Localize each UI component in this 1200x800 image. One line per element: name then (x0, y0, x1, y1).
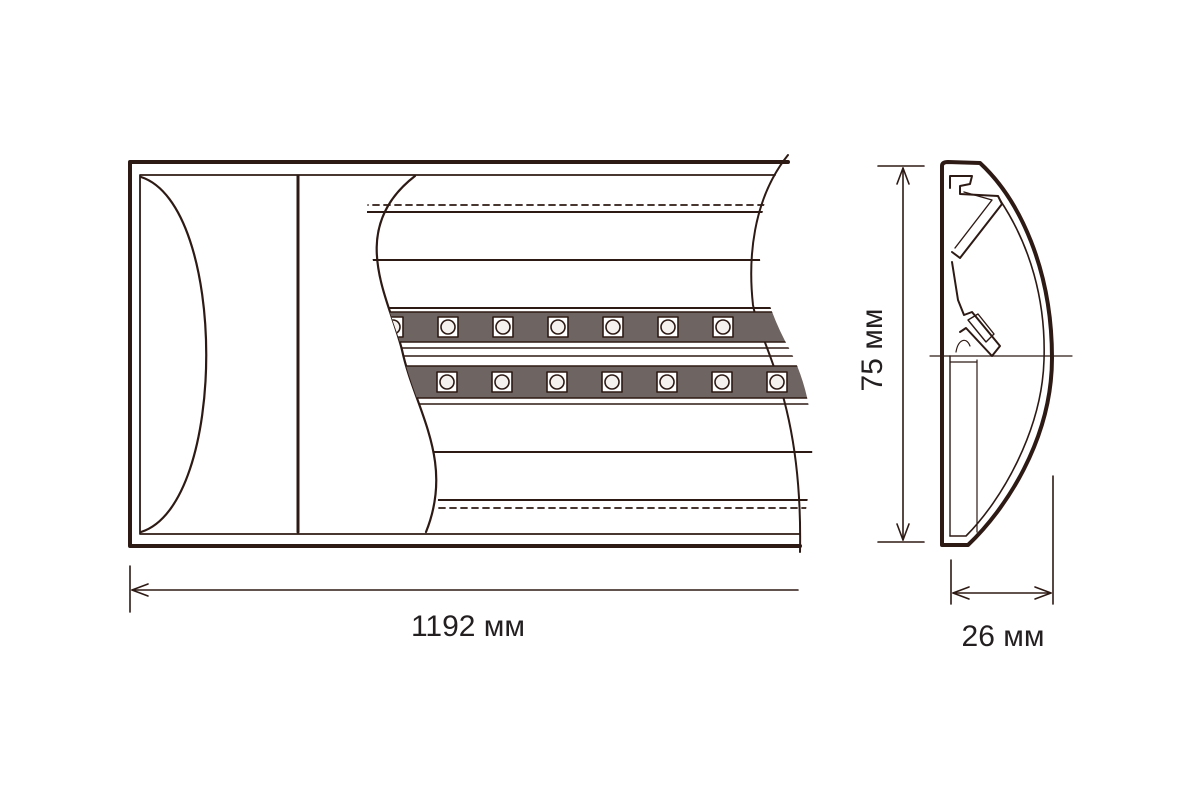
depth-label: 26 мм (962, 620, 1045, 653)
height-dimension (877, 165, 925, 543)
led-chip (769, 374, 785, 390)
led-chip (605, 319, 621, 335)
length-dimension (129, 565, 799, 613)
end-cap-curve (139, 175, 208, 534)
led-chip-profile (967, 313, 995, 343)
depth-arrow-right (1034, 586, 1052, 600)
height-arrow-bottom (896, 523, 910, 541)
housing-frame-outer (128, 160, 802, 548)
height-arrow-top (896, 167, 910, 185)
side-profile-view (877, 160, 1073, 605)
length-arrow-left (131, 583, 149, 597)
led-chip (660, 319, 676, 335)
profile-outer (940, 160, 1054, 547)
height-label: 75 мм (856, 309, 889, 392)
led-chip (550, 319, 566, 335)
internal-strip (366, 204, 813, 509)
led-row-lower (436, 371, 788, 393)
front-view (128, 154, 813, 613)
led-chip (714, 374, 730, 390)
length-label: 1192 мм (411, 610, 525, 643)
depth-arrow-left (952, 586, 970, 600)
break-line-right (750, 154, 802, 553)
led-chip (495, 319, 511, 335)
led-chip (440, 319, 456, 335)
led-chip (659, 374, 675, 390)
led-chip (494, 374, 510, 390)
led-chip (604, 374, 620, 390)
mount-bracket-inner (954, 191, 993, 249)
diffuser-cut-edge (375, 174, 438, 534)
housing-frame-inner (139, 174, 801, 535)
wire-squiggle (955, 339, 971, 353)
led-band-upper (366, 311, 813, 343)
depth-dimension (950, 475, 1054, 605)
led-chip (549, 374, 565, 390)
led-chip (439, 374, 455, 390)
led-band-lower (366, 365, 813, 399)
profile-inner-curve (949, 199, 1045, 537)
led-holder (951, 261, 1001, 357)
led-chip (715, 319, 731, 335)
mount-bracket-top (949, 175, 1003, 259)
